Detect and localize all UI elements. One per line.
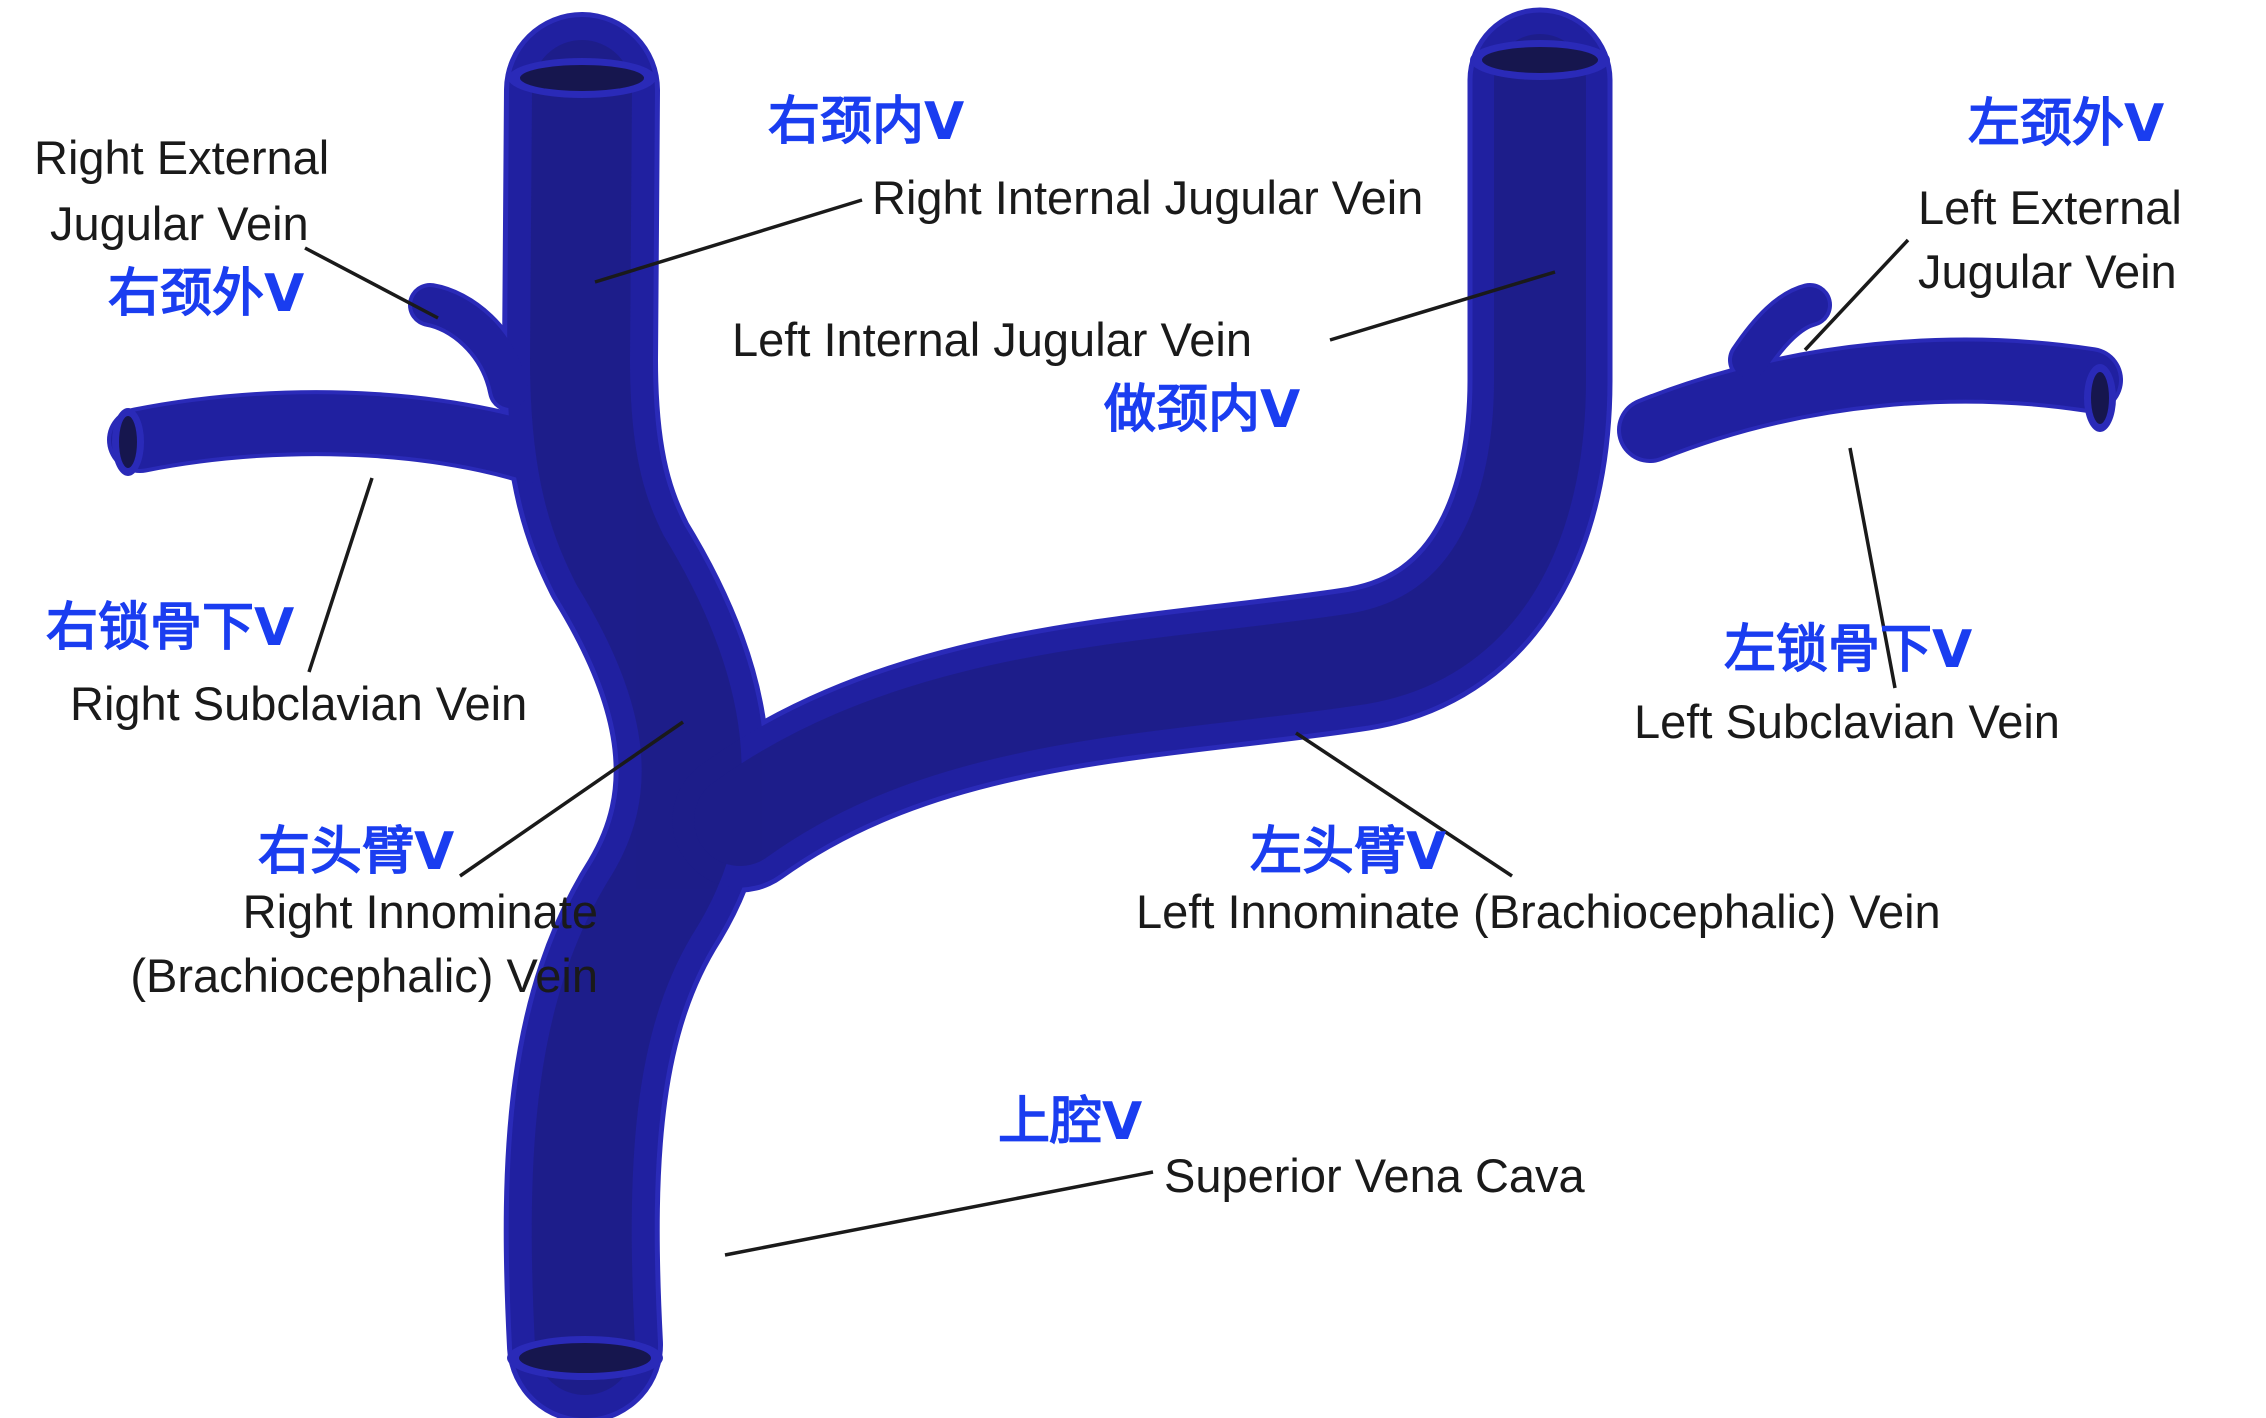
label-right-subclavian-cn: 右锁骨下V — [46, 598, 295, 658]
label-left-subclavian-en: Left Subclavian Vein — [1634, 695, 2060, 748]
leader-left-internal-jugular — [1329, 270, 1556, 342]
label-left-innominate-en: Left Innominate (Brachiocephalic) Vein — [1136, 885, 1941, 938]
label-right-internal-jugular-en: Right Internal Jugular Vein — [872, 171, 1424, 224]
leader-right-internal-jugular — [594, 198, 863, 284]
leader-right-external-jugular — [304, 246, 439, 320]
vessel-tree — [107, 7, 2123, 1418]
leader-left-innominate — [1295, 731, 1513, 878]
label-right-external-jugular-en-2: Jugular Vein — [50, 197, 309, 250]
right-ij-opening — [520, 65, 644, 91]
right-subclavian-opening — [119, 416, 137, 468]
vessel-openings — [112, 40, 2116, 1380]
label-right-innominate-en-2: (Brachiocephalic) Vein — [130, 949, 598, 1002]
label-left-subclavian-cn: 左锁骨下V — [1724, 620, 1973, 680]
left-ij-opening — [1482, 47, 1598, 73]
label-right-external-jugular-cn: 右颈外V — [108, 264, 305, 324]
leader-left-external-jugular — [1803, 238, 1910, 352]
label-left-external-jugular-en-2: Jugular Vein — [1918, 245, 2177, 298]
label-right-internal-jugular-cn: 右颈内V — [768, 92, 965, 152]
label-left-internal-jugular-cn: 做颈内V — [1104, 380, 1301, 440]
label-right-innominate-en-1: Right Innominate — [242, 885, 598, 938]
leader-superior-vena-cava — [724, 1170, 1154, 1257]
leader-right-subclavian — [307, 477, 374, 673]
label-left-external-jugular-cn: 左颈外V — [1968, 94, 2165, 154]
label-superior-vena-cava-en: Superior Vena Cava — [1164, 1149, 1585, 1202]
label-left-internal-jugular-en: Left Internal Jugular Vein — [732, 313, 1252, 366]
vessel-shading — [530, 34, 1586, 1395]
label-right-innominate-cn: 右头臂V — [258, 822, 455, 882]
label-left-innominate-cn: 左头臂V — [1250, 822, 1447, 882]
svc-opening — [519, 1343, 651, 1373]
leader-lines — [304, 198, 1910, 1257]
label-superior-vena-cava-cn: 上腔V — [998, 1092, 1143, 1152]
label-left-external-jugular-en-1: Left External — [1918, 181, 2182, 234]
leader-right-innominate — [459, 720, 684, 878]
label-right-external-jugular-en-1: Right External — [34, 131, 330, 184]
label-right-subclavian-en: Right Subclavian Vein — [70, 677, 528, 730]
left-subclavian-opening — [2091, 372, 2109, 424]
leader-left-subclavian — [1848, 447, 1897, 689]
